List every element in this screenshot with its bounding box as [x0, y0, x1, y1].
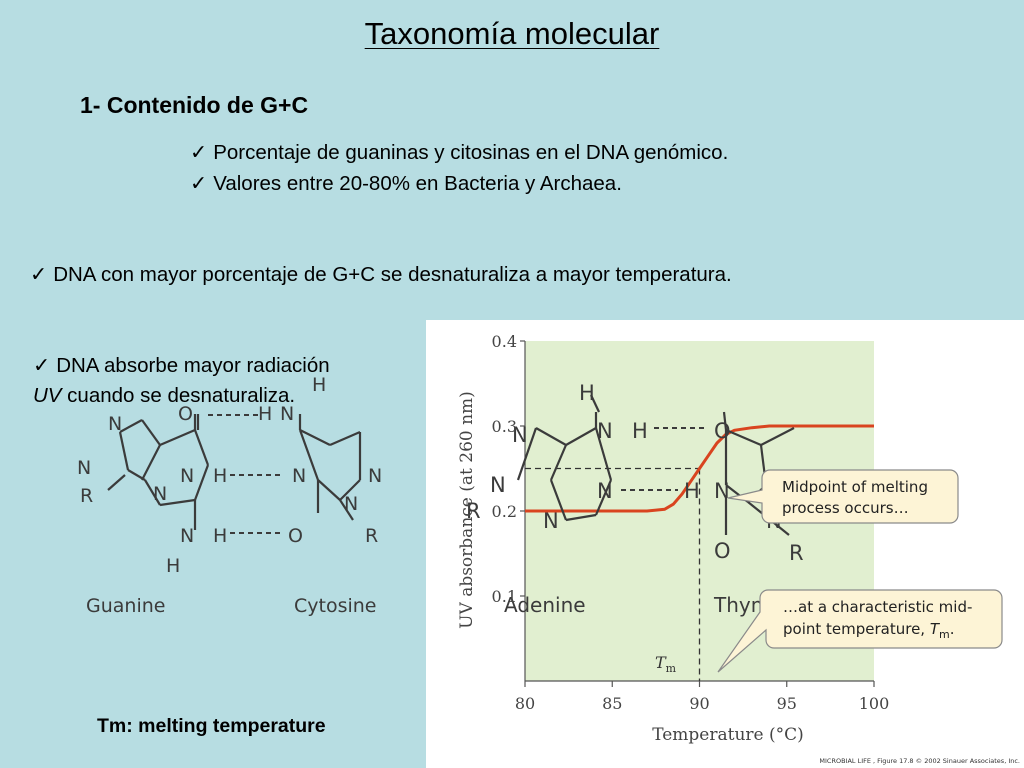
svg-text:N: N	[543, 509, 559, 533]
slide-title: Taxonomía molecular	[364, 16, 660, 51]
svg-text:O: O	[714, 419, 731, 443]
check-icon: ✓	[30, 263, 48, 286]
svg-text:N: N	[597, 479, 613, 503]
svg-text:O: O	[714, 539, 731, 563]
x-tick-label: 90	[689, 694, 709, 713]
check-icon: ✓	[190, 172, 208, 195]
svg-text:N: N	[368, 465, 382, 487]
svg-text:N: N	[77, 457, 91, 479]
svg-text:H: H	[312, 374, 326, 396]
svg-text:O: O	[178, 403, 193, 425]
check-icon: ✓	[33, 354, 51, 377]
bullet-uv-absorbance: ✓DNA absorbe mayor radiación	[33, 353, 330, 378]
bullet-denaturation: ✓DNA con mayor porcentaje de G+C se desn…	[30, 262, 732, 287]
x-tick-label: 80	[515, 694, 535, 713]
svg-text:N: N	[714, 479, 730, 503]
svg-text:O: O	[288, 525, 303, 547]
svg-text:N: N	[180, 525, 194, 547]
callout-midpoint: Midpoint of melting process occurs…	[727, 469, 959, 524]
y-tick-label: 0.2	[492, 502, 517, 521]
bullet-gc-range: ✓Valores entre 20-80% en Bacteria y Arch…	[190, 171, 622, 196]
bullet-text: DNA absorbe mayor radiación	[56, 354, 330, 377]
bullet-uv-absorbance-line2: UV cuando se desnaturaliza.	[33, 384, 295, 408]
callout-2-line2: point temperature, Tm.	[783, 620, 955, 641]
bullet-text: cuando se desnaturaliza.	[61, 384, 296, 407]
svg-text:H: H	[684, 479, 700, 503]
y-axis-title: UV absorbance (at 260 nm)	[457, 391, 477, 629]
svg-text:H: H	[258, 403, 272, 425]
uv-italic: UV	[33, 384, 62, 407]
svg-text:N: N	[153, 483, 167, 505]
bullet-gc-percentage: ✓Porcentaje de guaninas y citosinas en e…	[190, 140, 728, 165]
svg-text:R: R	[365, 525, 378, 547]
svg-text:R: R	[80, 485, 93, 507]
callout-1-line2: process occurs…	[782, 499, 909, 517]
tm-marker-label: Tm	[655, 653, 677, 675]
y-tick-label: 0.1	[492, 587, 517, 606]
svg-text:N: N	[108, 413, 122, 435]
svg-text:R: R	[466, 499, 481, 523]
melting-curve-figure: H N H O N N R N N H N O R N Adenine Thym…	[426, 320, 1024, 768]
svg-text:N: N	[512, 423, 528, 447]
check-icon: ✓	[190, 141, 208, 164]
melting-curve-chart: H N H O N N R N N H N O R N Adenine Thym…	[457, 332, 1020, 765]
callout-tm: …at a characteristic mid- point temperat…	[717, 589, 1003, 673]
x-tick-label: 100	[859, 694, 890, 713]
svg-text:N: N	[344, 493, 358, 515]
svg-text:N: N	[180, 465, 194, 487]
x-tick-label: 95	[777, 694, 797, 713]
adenine-label: Adenine	[504, 593, 586, 617]
cytosine-label: Cytosine	[294, 595, 377, 617]
caption-tm: Tm: melting temperature	[97, 715, 326, 737]
y-tick-label: 0.3	[492, 417, 517, 436]
svg-text:H: H	[213, 465, 227, 487]
bullet-text: Porcentaje de guaninas y citosinas en el…	[213, 141, 729, 164]
svg-text:H: H	[166, 555, 180, 577]
section-heading: 1- Contenido de G+C	[80, 92, 309, 118]
gc-base-pair-diagram: N N R N O N H N H H H N H N O N R N Guan…	[50, 370, 400, 635]
bullet-text: DNA con mayor porcentaje de G+C se desna…	[53, 263, 732, 286]
svg-text:R: R	[789, 541, 804, 565]
svg-text:H: H	[632, 419, 648, 443]
svg-text:H: H	[213, 525, 227, 547]
at-base-pair-diagram: H N H O N N R N N H N O R N Adenine Thym…	[466, 381, 804, 617]
svg-text:H: H	[579, 381, 595, 405]
svg-text:N: N	[280, 403, 294, 425]
bullet-text: Valores entre 20-80% en Bacteria y Archa…	[213, 172, 622, 195]
svg-text:N: N	[490, 473, 506, 497]
figure-credit: MICROBIAL LIFE , Figure 17.8 © 2002 Sina…	[819, 757, 1020, 765]
svg-text:N: N	[597, 419, 613, 443]
y-tick-label: 0.4	[492, 332, 517, 351]
x-axis-title: Temperature (°C)	[652, 725, 804, 745]
callout-1-line1: Midpoint of melting	[782, 478, 928, 496]
callout-2-line1: …at a characteristic mid-	[783, 598, 972, 616]
series-line	[525, 424, 874, 513]
x-tick-label: 85	[602, 694, 622, 713]
guanine-label: Guanine	[86, 595, 165, 617]
svg-text:N: N	[292, 465, 306, 487]
